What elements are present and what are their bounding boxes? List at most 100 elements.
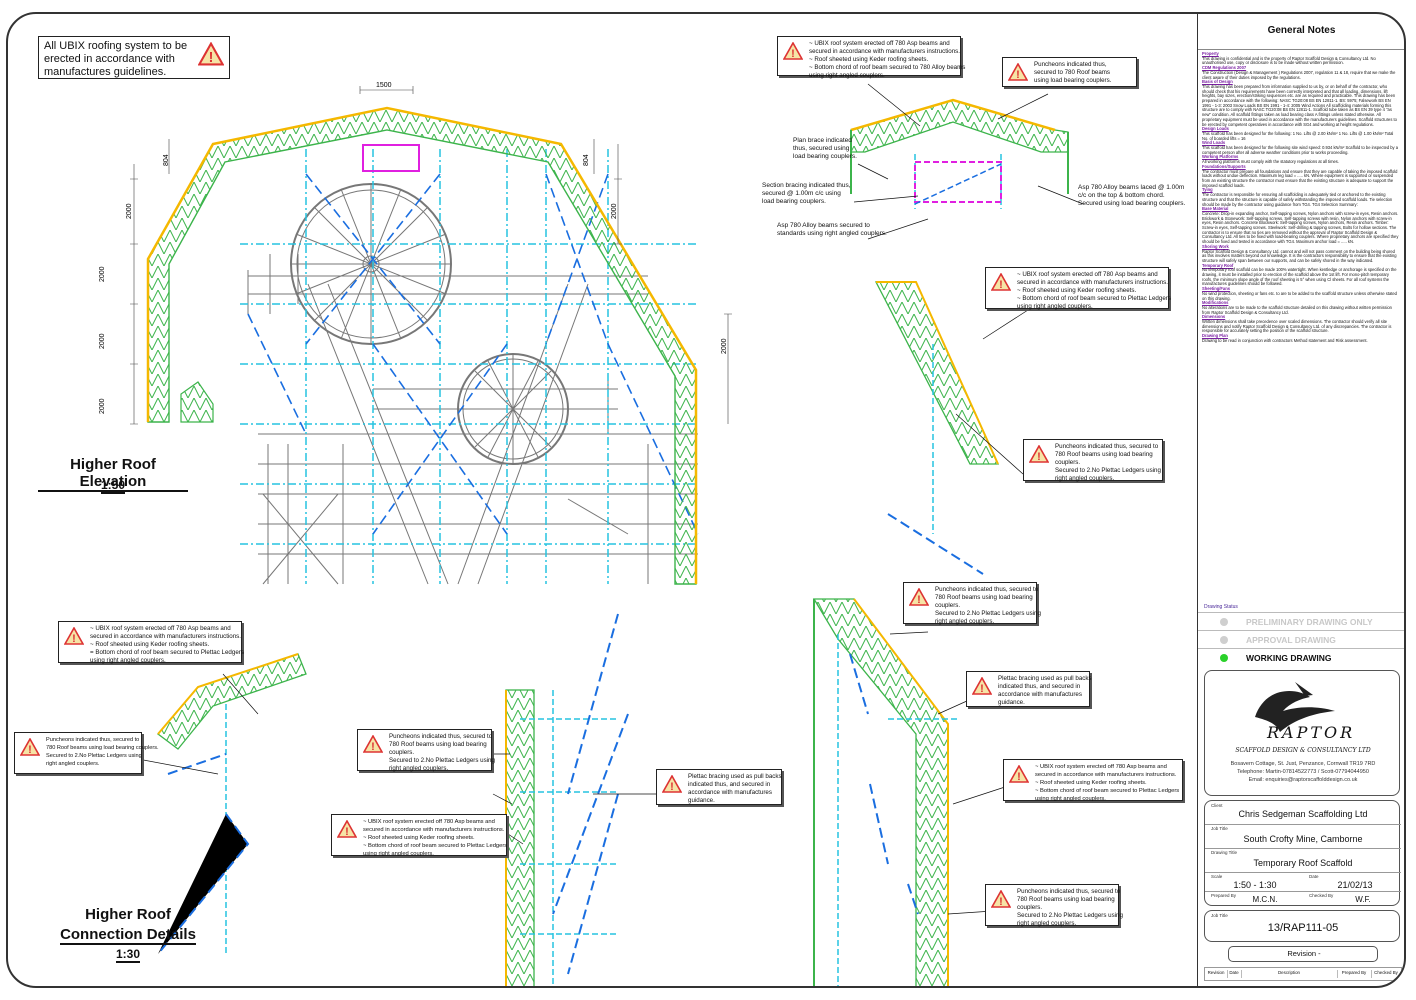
- callout-puncheons-load: ! Puncheons indicated thus,secured to 78…: [1002, 57, 1137, 87]
- revision-column-header: Revision: [1205, 970, 1228, 978]
- dim-804-left: 804: [163, 154, 170, 166]
- leader-lines: [137, 83, 1084, 915]
- dim-804-right: 804: [583, 154, 590, 166]
- company-logo-box: RAPTOR SCAFFOLD DESIGN & CONSULTANCY LTD…: [1204, 670, 1400, 796]
- detail-bottom-left: [157, 653, 307, 955]
- title-block: Client Chris Sedgeman Scaffolding Ltd Jo…: [1204, 800, 1401, 906]
- checked-value: W.F.: [1355, 895, 1371, 904]
- revision-column-header: Description: [1241, 970, 1338, 978]
- status-row: APPROVAL DRAWING: [1198, 630, 1404, 648]
- notes-section-heading: Property: [1202, 51, 1219, 56]
- dim-2000-d: 2000: [99, 398, 106, 414]
- general-roofing-note-text: All UBIX roofing system to be erected in…: [44, 40, 188, 78]
- warning-icon: !: [991, 273, 1011, 291]
- svg-text:!: !: [1017, 771, 1021, 783]
- warning-icon: !: [20, 738, 40, 756]
- revision-value: Revision -: [1287, 949, 1321, 958]
- drawing-canvas: 1500 804 804 2000 2000 2000 2000 2000 20…: [99, 82, 1084, 986]
- notes-section-text: Concrete: Drop-in expanding anchor, Self…: [1202, 210, 1399, 245]
- notes-section-text: The contractor is responsible for ensuri…: [1202, 192, 1393, 207]
- prepared-value: M.C.N.: [1252, 895, 1278, 904]
- notes-section-heading: Working Platforms: [1202, 154, 1239, 160]
- notes-section-heading: Modifications: [1202, 300, 1229, 306]
- notes-section-text: No alterations are to be made to the sca…: [1202, 304, 1392, 315]
- status-active-icon: [1220, 653, 1228, 662]
- revision-box: Revision -: [1228, 946, 1378, 962]
- svg-text:!: !: [371, 741, 375, 753]
- warning-icon: !: [909, 588, 929, 606]
- notes-section-text: No temporary roof scaffold can be made 1…: [1202, 267, 1397, 287]
- notes-section-heading: Basis of Design: [1202, 79, 1233, 85]
- svg-text:!: !: [980, 683, 984, 695]
- company-subtitle: SCAFFOLD DESIGN & CONSULTANCY LTD: [1235, 747, 1371, 754]
- notes-section-text: This scaffold has been designed for the …: [1202, 145, 1399, 155]
- detail-roof-section: [850, 98, 1069, 209]
- status-label: Drawing Status: [1204, 604, 1238, 610]
- notes-section-text: Raptor Scaffold Design & Consultancy Ltd…: [1202, 248, 1397, 263]
- dim-2000-b: 2000: [99, 266, 106, 282]
- company-email: Email: enquiries@raptorscaffolddesign.co…: [1248, 777, 1358, 783]
- status-row: PRELIMINARY DRAWING ONLY: [1198, 612, 1404, 630]
- warning-icon: !: [972, 677, 992, 695]
- dim-2000-e: 2000: [611, 203, 618, 219]
- notes-section-heading: Temporary Roof: [1202, 262, 1234, 268]
- notes-section-heading: Tying: [1202, 187, 1213, 193]
- details-title-2: Connection Details: [60, 926, 196, 945]
- details-title-1: Higher Roof: [85, 906, 171, 923]
- svg-text:!: !: [209, 50, 214, 66]
- warning-icon: !: [1008, 63, 1028, 81]
- date-value: 21/02/13: [1337, 880, 1373, 890]
- notes-section-heading: Foundations/Supports: [1202, 163, 1246, 169]
- status-label-text: APPROVAL DRAWING: [1246, 634, 1336, 645]
- dim-2000-c: 2000: [99, 333, 106, 349]
- svg-text:!: !: [999, 896, 1003, 908]
- status-inactive-icon: [1220, 617, 1228, 626]
- svg-text:!: !: [345, 826, 349, 838]
- dim-2000-a: 2000: [126, 203, 133, 219]
- date-label: Date: [1309, 874, 1319, 879]
- client-label: Client: [1211, 803, 1223, 808]
- detail-diagonal-truss: [874, 281, 1000, 575]
- drawing-title-value: Temporary Roof Scaffold: [1253, 858, 1353, 868]
- notes-section-heading: Base Material: [1202, 206, 1229, 212]
- svg-text:!: !: [72, 633, 76, 645]
- prepared-label: Prepared By: [1211, 893, 1237, 898]
- company-address: Bosavern Cottage, St. Just, Penzance, Co…: [1230, 761, 1376, 767]
- notes-section-heading: Design Loads: [1202, 126, 1229, 132]
- elevation-dimensions: [130, 86, 732, 425]
- warning-icon: !: [991, 890, 1011, 908]
- notes-section-text: The contractor must prepare all foundati…: [1202, 168, 1398, 188]
- status-row: WORKING DRAWING: [1198, 648, 1404, 666]
- callout-ubix-plettac-d: ! ~ UBIX roof system erected off 780 Asp…: [1003, 759, 1183, 802]
- callout-ubix-plettac-c: ! ~ UBIX roof system erected off 780 Asp…: [331, 814, 507, 857]
- warning-icon: !: [1029, 445, 1049, 463]
- notes-section-heading: Sheeting/Fans: [1202, 286, 1230, 292]
- roof-truss-elevation: [146, 106, 698, 585]
- company-phone: Telephone: Martin-07814522773 / Scott-07…: [1237, 769, 1369, 775]
- checked-label: Checked By: [1309, 893, 1334, 898]
- general-roofing-note: All UBIX roofing system to be erected in…: [38, 36, 230, 79]
- scale-label: Scale: [1211, 874, 1223, 879]
- notes-section-text: The Construction (Design & Management ) …: [1202, 69, 1396, 80]
- warning-icon: !: [198, 42, 224, 66]
- svg-text:!: !: [28, 744, 32, 756]
- status-label-text: PRELIMINARY DRAWING ONLY: [1246, 616, 1373, 627]
- job-number-value: 13/RAP111-05: [1267, 922, 1339, 934]
- svg-text:!: !: [1037, 451, 1041, 463]
- job-title-label: Job Title: [1211, 826, 1228, 831]
- warning-icon: !: [662, 775, 682, 793]
- warning-icon: !: [337, 820, 357, 838]
- callout-ubix-plettac-b: ! ~ UBIX roof system erected off 780 Asp…: [58, 621, 244, 664]
- revision-column-header: Date: [1227, 970, 1242, 978]
- notes-section-heading: Dimensions: [1202, 314, 1226, 320]
